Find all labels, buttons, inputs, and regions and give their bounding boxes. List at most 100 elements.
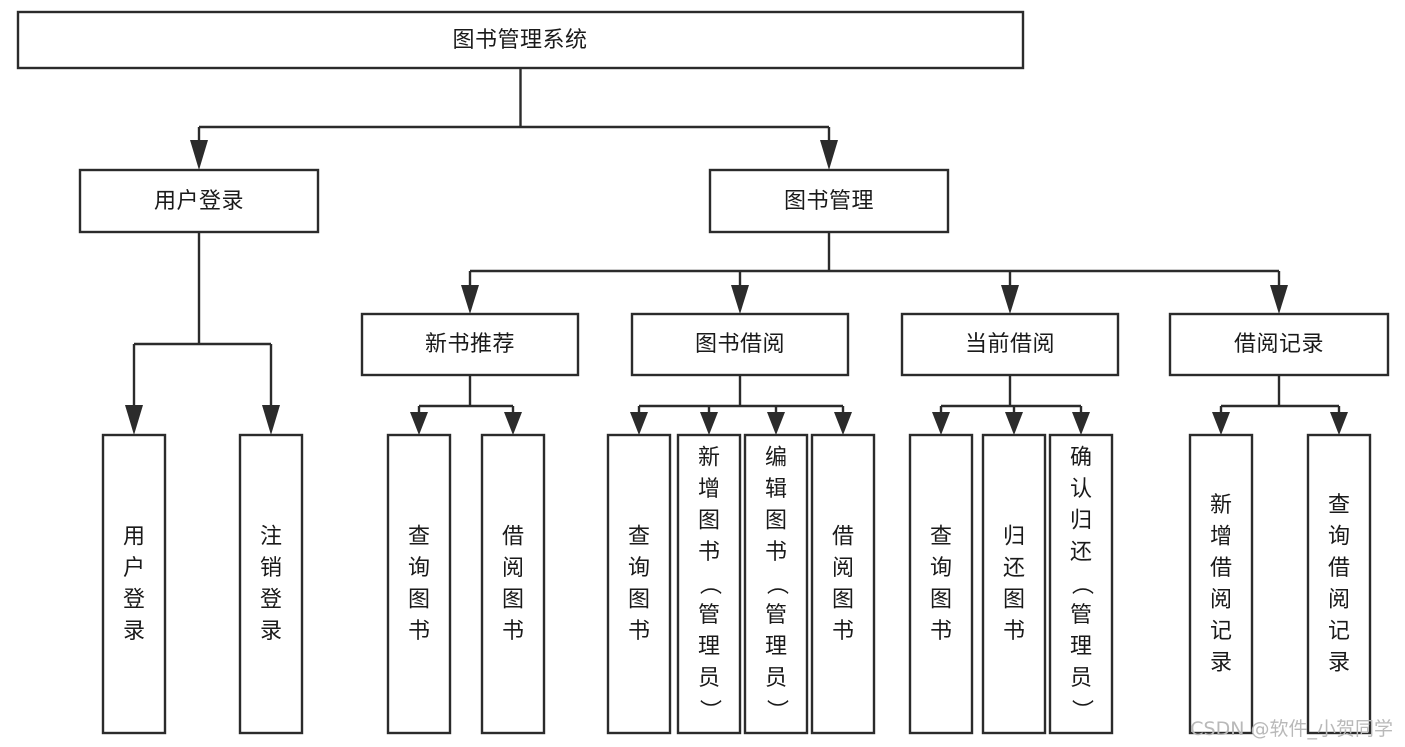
leaf-glyph: 图 bbox=[698, 509, 720, 534]
node-book-management[interactable]: 图书管理 bbox=[708, 168, 950, 234]
leaf-node-box[interactable] bbox=[238, 433, 304, 735]
leaf-glyph: ） bbox=[764, 699, 789, 721]
leaf-glyph: 阅 bbox=[1210, 587, 1232, 612]
arrow-head-icon bbox=[1212, 412, 1230, 435]
leaf-glyph: ） bbox=[697, 699, 722, 721]
leaf-node-box[interactable] bbox=[1188, 433, 1254, 735]
node-root[interactable]: 图书管理系统 bbox=[16, 10, 1025, 70]
node-user-login-label: 用户登录 bbox=[154, 189, 244, 214]
leaf-glyph: 管 bbox=[765, 603, 787, 628]
leaf-node-box[interactable] bbox=[676, 433, 742, 735]
leaf-glyph: 书 bbox=[832, 619, 854, 644]
arrow-head-icon bbox=[834, 412, 852, 435]
node-book-management-box[interactable] bbox=[708, 168, 950, 234]
leaf-glyph: 书 bbox=[765, 540, 787, 565]
leaf-node-box[interactable] bbox=[810, 433, 876, 735]
arrow-head-icon bbox=[1270, 285, 1288, 314]
leaf-glyph: 辑 bbox=[765, 477, 787, 502]
leaf-glyph: 注 bbox=[260, 524, 282, 549]
arrow-head-icon bbox=[410, 412, 428, 435]
node-current-borrow[interactable]: 当前借阅 bbox=[900, 312, 1120, 377]
leaf-glyph: 图 bbox=[628, 587, 650, 612]
leaf-glyph: 图 bbox=[1003, 587, 1025, 612]
leaf-node-box[interactable] bbox=[743, 433, 809, 735]
leaf-glyph: 员 bbox=[698, 666, 720, 691]
node-book-borrow-box[interactable] bbox=[630, 312, 850, 377]
arrow-head-icon bbox=[504, 412, 522, 435]
node-user-login[interactable]: 用户登录 bbox=[78, 168, 320, 234]
leaf-glyph: 销 bbox=[260, 556, 282, 581]
leaf-node-box[interactable] bbox=[101, 433, 167, 735]
arrow-head-icon bbox=[700, 412, 718, 435]
node-current-borrow-box[interactable] bbox=[900, 312, 1120, 377]
leaf-glyph: 查 bbox=[1328, 493, 1350, 518]
leaf-glyph: 录 bbox=[1328, 650, 1350, 675]
leaf-glyph: 户 bbox=[123, 556, 145, 581]
node-user-login-box[interactable] bbox=[78, 168, 320, 234]
node-borrow-record[interactable]: 借阅记录 bbox=[1168, 312, 1390, 377]
leaf-glyph: 增 bbox=[698, 477, 720, 502]
arrow-head-icon bbox=[932, 412, 950, 435]
node-root-label: 图书管理系统 bbox=[452, 28, 587, 53]
arrow-head-icon bbox=[731, 285, 749, 314]
leaf-node-box[interactable] bbox=[908, 433, 974, 735]
connector-group-user-login bbox=[125, 232, 280, 435]
leaf-glyph: 新 bbox=[698, 446, 720, 471]
arrow-head-icon bbox=[190, 140, 208, 170]
leaf-glyph: 借 bbox=[1210, 556, 1232, 581]
leaf-glyph: 图 bbox=[765, 509, 787, 534]
leaf-glyph: 员 bbox=[1070, 666, 1092, 691]
leaf-glyph: 录 bbox=[1210, 650, 1232, 675]
leaf-node-box[interactable] bbox=[981, 433, 1047, 735]
leaf-glyph: 书 bbox=[502, 619, 524, 644]
arrow-head-icon bbox=[125, 405, 143, 435]
arrow-head-icon bbox=[1005, 412, 1023, 435]
leaf-glyph: 员 bbox=[765, 666, 787, 691]
leaf-glyph: 还 bbox=[1070, 540, 1092, 565]
leaf-glyph: 管 bbox=[698, 603, 720, 628]
leaf-glyph: 查 bbox=[408, 524, 430, 549]
leaf-glyph: 认 bbox=[1070, 477, 1092, 502]
leaf-node-box[interactable] bbox=[480, 433, 546, 735]
node-root-box[interactable] bbox=[16, 10, 1025, 70]
leaf-glyph: 查 bbox=[930, 524, 952, 549]
leaf-glyph: 还 bbox=[1003, 556, 1025, 581]
leaf-glyph: 新 bbox=[1210, 493, 1232, 518]
leaf-glyph: 图 bbox=[408, 587, 430, 612]
connector-group-book-management bbox=[461, 232, 1288, 314]
leaf-glyph: （ bbox=[1069, 573, 1094, 595]
leaf-node-box[interactable] bbox=[1306, 433, 1372, 735]
node-book-borrow[interactable]: 图书借阅 bbox=[630, 312, 850, 377]
leaf-node-0[interactable]: 用户登录 bbox=[101, 433, 167, 735]
arrow-head-icon bbox=[820, 140, 838, 170]
node-new-book-recommend-box[interactable] bbox=[360, 312, 580, 377]
node-borrow-record-box[interactable] bbox=[1168, 312, 1390, 377]
leaf-node-box[interactable] bbox=[1048, 433, 1114, 735]
node-borrow-record-label: 借阅记录 bbox=[1234, 332, 1324, 357]
leaf-glyph: 询 bbox=[628, 556, 650, 581]
leaf-glyph: 归 bbox=[1070, 509, 1092, 534]
leaf-node-box[interactable] bbox=[386, 433, 452, 735]
node-new-book-recommend[interactable]: 新书推荐 bbox=[360, 312, 580, 377]
leaf-node-box[interactable] bbox=[606, 433, 672, 735]
